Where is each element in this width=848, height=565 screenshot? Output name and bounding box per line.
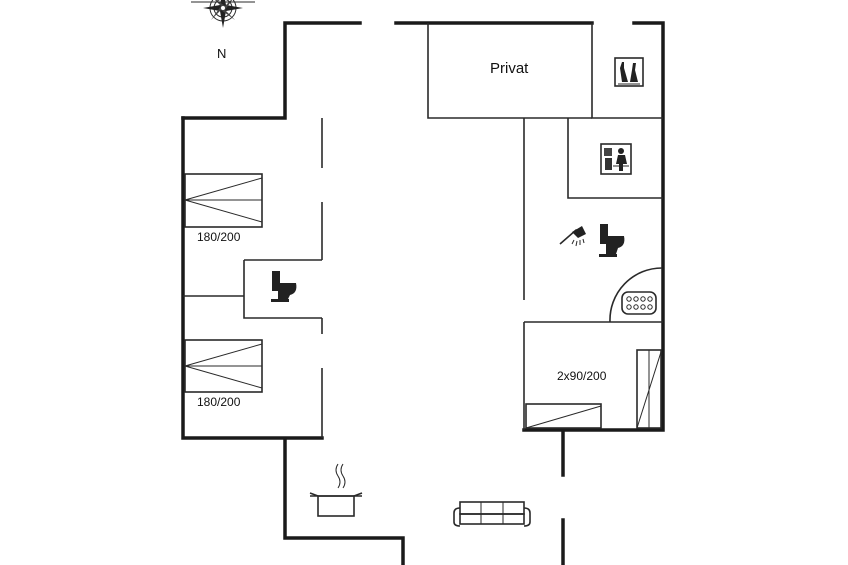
bed-lower-left <box>184 339 263 393</box>
toilet-icon <box>271 271 297 302</box>
compass-rose-icon <box>191 0 255 28</box>
compass-north-label: N <box>217 46 226 61</box>
interior-walls <box>183 23 663 438</box>
bed-upper-left <box>184 173 263 228</box>
shower-icon <box>559 226 586 247</box>
cooking-pot-icon <box>309 463 363 517</box>
bed-size-label: 2x90/200 <box>557 369 607 383</box>
bed-right <box>525 349 662 429</box>
whirlpool-icon <box>621 291 657 315</box>
bed-size-label: 180/200 <box>197 395 241 409</box>
sauna-icon <box>600 143 632 175</box>
exterior-walls <box>181 21 665 565</box>
toilet-icon <box>599 224 625 257</box>
room-label-privat: Privat <box>490 60 529 77</box>
bed-size-label: 180/200 <box>197 230 241 244</box>
sofa-icon <box>453 501 531 527</box>
wine-icon <box>614 57 644 87</box>
